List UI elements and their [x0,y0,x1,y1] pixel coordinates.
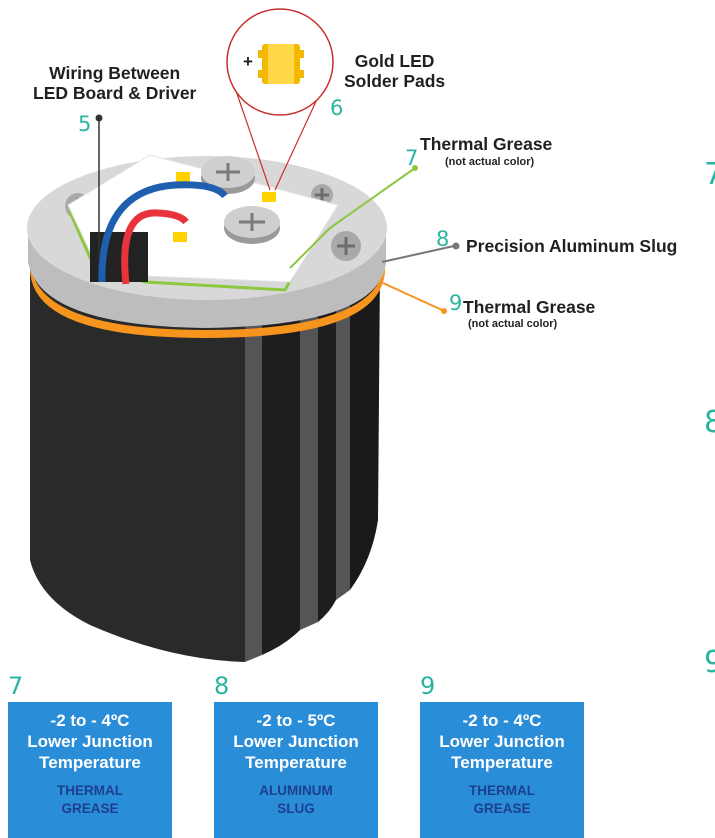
wiring-number: 5 [78,112,92,136]
wiring-label-line1: Wiring Between [49,63,181,83]
card-temp-range: -2 to - 5ºC [256,711,336,730]
card-line3: Temperature [39,753,141,772]
leader-lines [95,81,460,314]
card-number: 9 [420,672,436,700]
card-box: -2 to - 5ºC Lower Junction Temperature A… [214,702,378,838]
card-sub1: THERMAL [57,783,123,798]
card-box: -2 to - 4ºC Lower Junction Temperature T… [8,702,172,838]
grease-bottom-label: Thermal Grease [463,297,596,317]
card-line2: Lower Junction [439,732,565,751]
slug-number: 8 [436,227,450,251]
card-sub1: THERMAL [469,783,535,798]
solder-pad-callout [226,8,334,116]
grease-top-label: Thermal Grease [420,134,553,154]
card-temp-range: -2 to - 4ºC [50,711,130,730]
heatsink [30,265,380,662]
grease-top-note: (not actual color) [445,156,535,168]
solder-pads-label: Gold LED Solder Pads [344,51,446,91]
card-line3: Temperature [451,753,553,772]
wiring-label: Wiring Between LED Board & Driver [33,63,197,103]
wire-red [121,209,189,285]
card-line3: Temperature [245,753,347,772]
slug-label: Precision Aluminum Slug [466,236,678,256]
edge-digit-8: 8 [704,405,715,440]
card-sub2: GREASE [473,801,531,816]
grease-bottom-number: 9 [449,291,463,315]
card-sub1: ALUMINUM [259,783,333,798]
card-number: 7 [8,672,24,700]
card-temp-range: -2 to - 4ºC [462,711,542,730]
card-sub2: SLUG [277,801,315,816]
summary-card-aluminum-slug-8: 8 -2 to - 5ºC Lower Junction Temperature… [212,672,378,838]
edge-digit-7: 7 [704,157,715,192]
grease-top-number: 7 [405,146,419,170]
plus-sign: + [243,52,253,71]
wire-blue [98,181,228,283]
solder-pads-label-line2: Solder Pads [344,70,446,91]
card-line2: Lower Junction [233,732,359,751]
summary-card-thermal-grease-7: 7 -2 to - 4ºC Lower Junction Temperature… [6,672,172,838]
summary-card-thermal-grease-9: 9 -2 to - 4ºC Lower Junction Temperature… [418,672,584,838]
card-sub2: GREASE [61,801,119,816]
wiring-label-line2: LED Board & Driver [33,82,197,103]
grease-bottom-note: (not actual color) [468,318,558,330]
card-box: -2 to - 4ºC Lower Junction Temperature T… [420,702,584,838]
edge-digit-9: 9 [704,645,715,680]
card-number: 8 [214,672,230,700]
solder-pads-number: 6 [330,96,344,120]
card-line2: Lower Junction [27,732,153,751]
solder-pads-label-line1: Gold LED [354,51,435,71]
